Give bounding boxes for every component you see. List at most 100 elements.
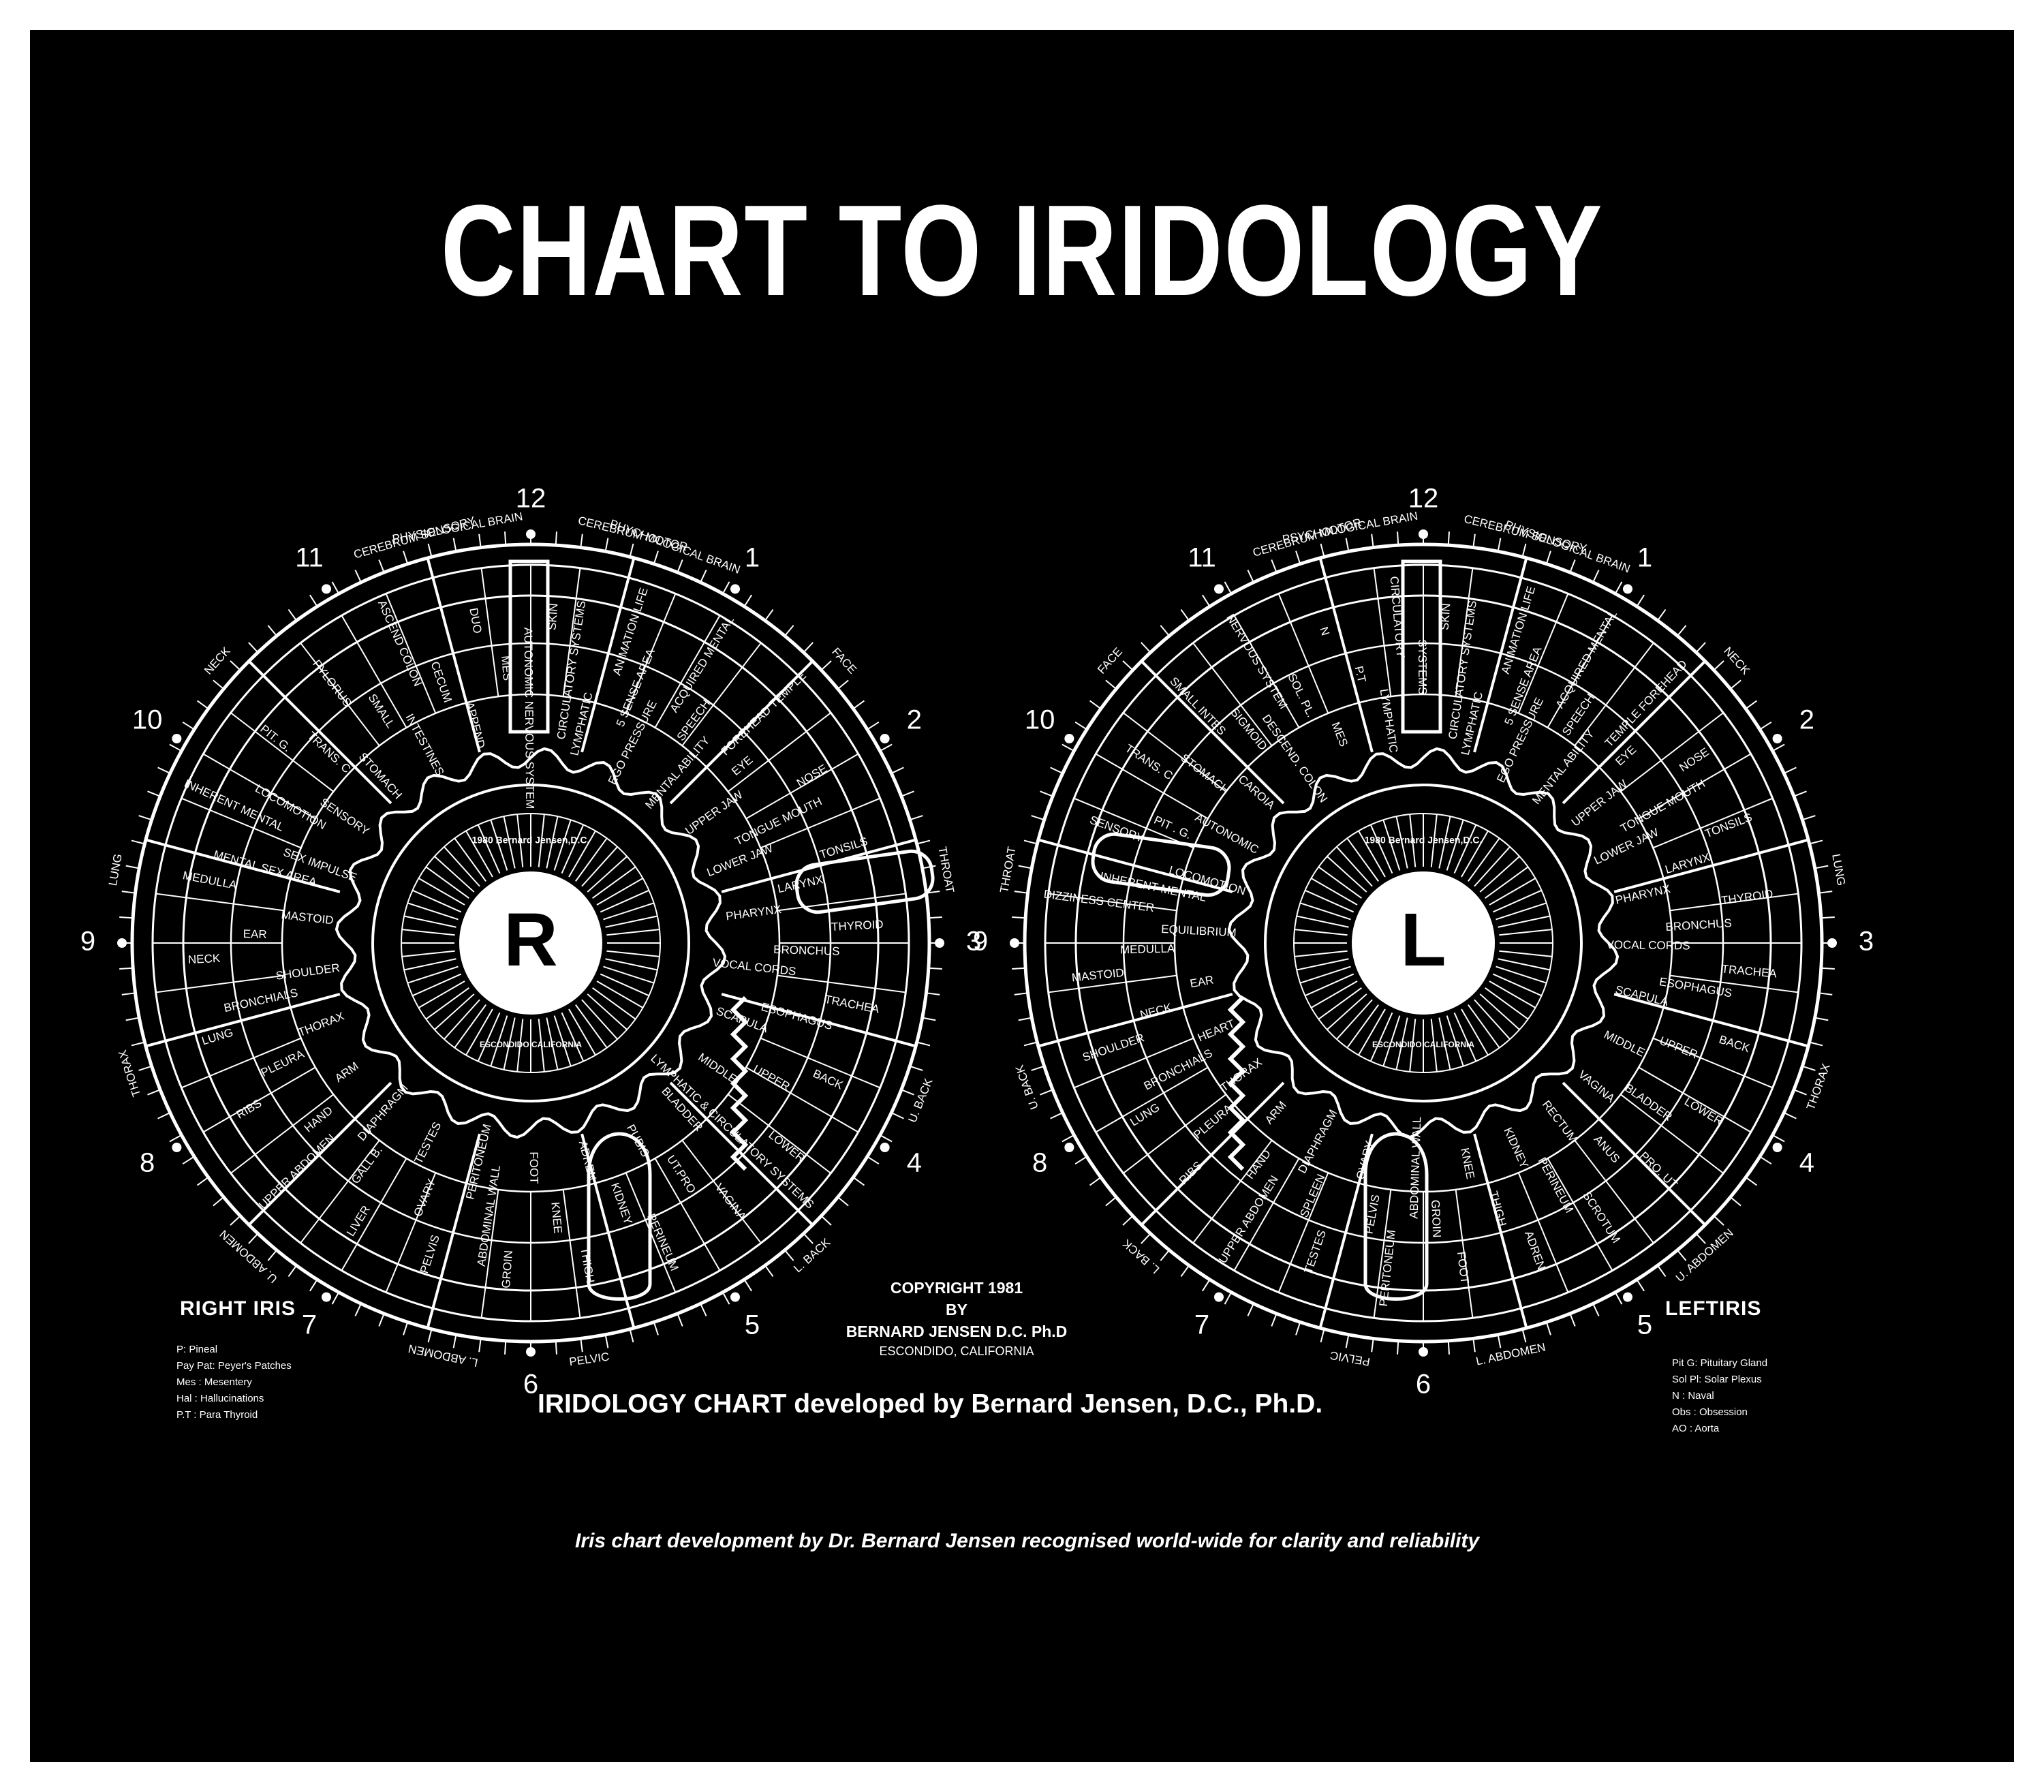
rim-tick — [1636, 1279, 1645, 1292]
stomach-spoke — [1492, 973, 1542, 997]
sector-divider — [155, 893, 285, 912]
stomach-spoke — [1318, 987, 1362, 1020]
rim-tick — [309, 1279, 318, 1292]
sector-divider — [1373, 568, 1392, 697]
stomach-spoke — [403, 915, 456, 928]
stomach-spoke — [477, 824, 501, 874]
stomach-spoke — [434, 856, 475, 893]
rim-tick — [1713, 1215, 1724, 1226]
rim-tick — [677, 1313, 683, 1327]
zone-label: SMALL INTES — [1167, 675, 1228, 738]
clock-number: 5 — [1637, 1310, 1652, 1340]
rim-tick — [1371, 534, 1374, 548]
clock-number: 11 — [1188, 543, 1216, 573]
rim-tick — [820, 1215, 832, 1226]
clock-dot — [880, 734, 890, 743]
outer-region-label: THORAX — [116, 1049, 143, 1098]
rim-tick — [764, 608, 774, 621]
zone-label: RIBS — [234, 1096, 264, 1122]
page-title: CHART TO IRIDOLOGY — [440, 179, 1604, 323]
rim-tick — [1224, 581, 1233, 594]
rim-tick — [1821, 916, 1835, 919]
rim-tick — [1089, 1177, 1102, 1186]
rim-tick — [653, 551, 659, 564]
stomach-spoke — [1382, 1015, 1401, 1067]
outer-region-label: NECK — [1721, 645, 1752, 677]
zone-label: FOREHEAD TEMPLE — [719, 669, 809, 758]
stomach-spoke — [465, 1008, 493, 1056]
sector-divider — [745, 1066, 859, 1133]
outer-region-label: THORAX — [1804, 1062, 1833, 1111]
zone-label: EQUILIBRIUM — [1161, 923, 1237, 940]
stomach-spoke — [581, 999, 618, 1040]
hour-divider — [1613, 838, 1809, 893]
copyright-line: COPYRIGHT 1981 — [890, 1279, 1023, 1297]
rim-tick — [784, 1250, 794, 1261]
stomach-spoke — [1492, 889, 1542, 913]
center-caption: 1980 Bernard Jensen,D.C. — [472, 835, 590, 846]
sector-divider — [562, 568, 581, 697]
rim-tick — [1569, 559, 1576, 573]
outer-region-label: L. ABDOMEN — [1474, 1340, 1547, 1368]
stomach-spoke — [1438, 816, 1451, 869]
rim-tick — [1295, 551, 1301, 564]
copyright-line: ESCONDIDO, CALIFORNIA — [879, 1344, 1034, 1358]
rim-tick — [267, 1250, 277, 1261]
sector-divider — [181, 797, 302, 849]
rim-tick — [743, 1279, 753, 1292]
sector-divider — [300, 643, 380, 747]
legend-item: Obs : Obsession — [1672, 1406, 1748, 1418]
sector-divider — [300, 1139, 380, 1243]
sector-divider — [1123, 1094, 1227, 1174]
sector-divider — [727, 1094, 831, 1174]
zone-label: GROIN — [499, 1250, 515, 1288]
kidney-outline — [587, 1132, 652, 1301]
rim-tick — [880, 1134, 893, 1143]
rim-tick — [1730, 1196, 1741, 1207]
zone-label: DIZZINESS CENTER — [1043, 888, 1155, 914]
center-caption: ESCONDIDO CALIFORNIA — [480, 1040, 582, 1049]
sector-divider — [1574, 1139, 1654, 1243]
clock-number: 6 — [1416, 1370, 1431, 1400]
stomach-spoke — [477, 1012, 501, 1062]
rim-tick — [1074, 1156, 1087, 1165]
rim-tick — [331, 581, 340, 594]
sector-divider — [1192, 1139, 1273, 1243]
outer-region-label: PHYSIOLOGICAL BRAIN — [1503, 518, 1632, 575]
sector-divider — [1669, 893, 1799, 912]
rim-tick — [478, 534, 482, 548]
zone-label: ARM — [1263, 1098, 1289, 1126]
rim-tick — [1062, 1134, 1074, 1143]
sector-divider — [1574, 643, 1654, 747]
zone-label: MEDULLA — [1120, 942, 1175, 957]
clock-number: 2 — [907, 705, 922, 735]
zone-label: KIDNEY — [1502, 1126, 1531, 1171]
sector-divider — [1455, 1189, 1474, 1318]
rim-tick — [169, 1134, 182, 1143]
rim-tick — [1201, 594, 1211, 607]
zone-label: ASCEND COLON — [375, 598, 424, 688]
rim-tick — [1677, 625, 1687, 636]
zone-label: PHARYNX — [725, 903, 782, 923]
stomach-spoke — [1346, 837, 1379, 882]
rim-tick — [1636, 594, 1645, 607]
stomach-spoke — [1409, 814, 1416, 867]
rim-tick — [1141, 642, 1151, 653]
rim-tick — [1695, 642, 1706, 653]
clock-number: 7 — [302, 1310, 317, 1340]
stomach-spoke — [454, 1004, 486, 1049]
zone-label: NOSE — [1677, 745, 1712, 775]
rim-tick — [1345, 538, 1350, 552]
clock-dot — [1772, 734, 1782, 743]
zone-label: ESOPHAGUS — [760, 1000, 834, 1032]
rim-tick — [1569, 1313, 1576, 1327]
stomach-spoke — [1446, 1015, 1464, 1067]
sector-divider — [727, 712, 831, 792]
rim-tick — [1122, 660, 1134, 671]
zone-label: AUTONOMIC NERVOUS SYSTEM — [522, 628, 537, 809]
rim-tick — [1014, 992, 1028, 995]
right-iris-legend: P: Pineal Pay Pat: Peyer's Patches Mes :… — [176, 1342, 292, 1423]
rim-tick — [1809, 839, 1823, 845]
clock-number: 12 — [516, 484, 546, 514]
zone-label: VAGINA — [1576, 1068, 1617, 1105]
